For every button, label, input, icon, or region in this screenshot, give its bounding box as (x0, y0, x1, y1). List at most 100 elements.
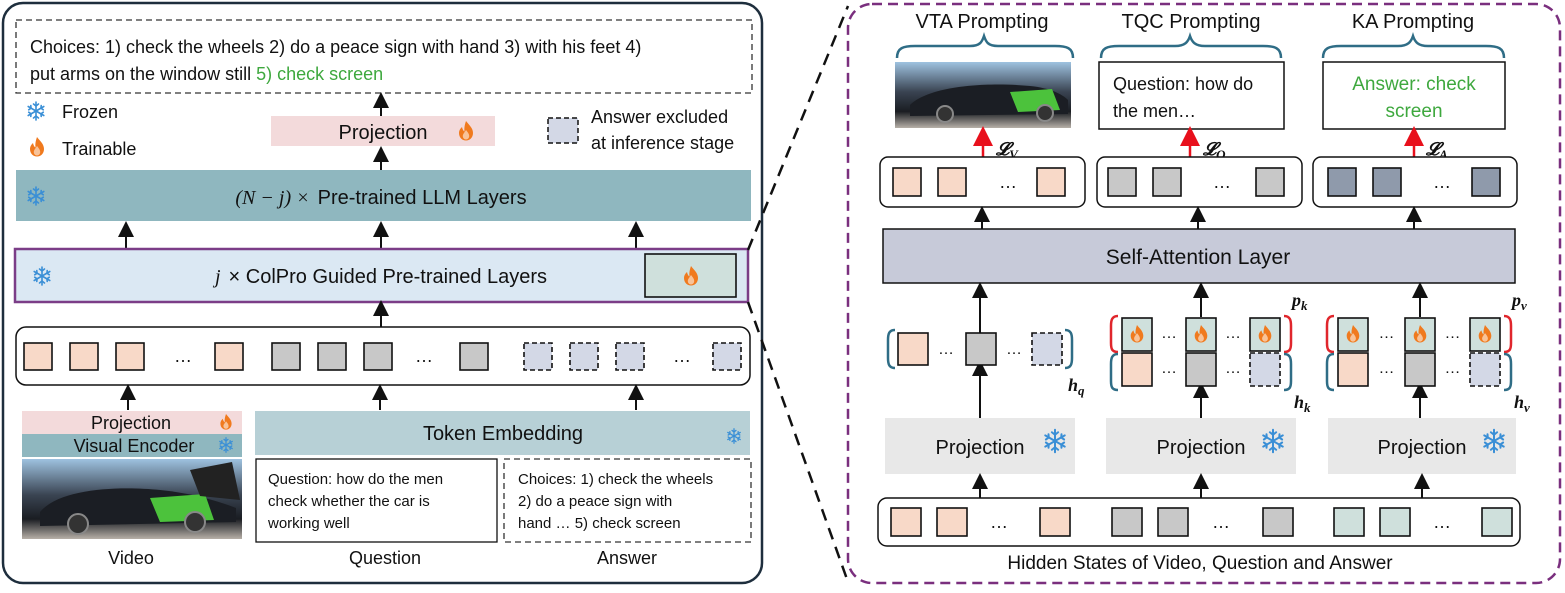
right-panel-frame (846, 2, 1562, 585)
visual-encoder-box (22, 434, 242, 457)
question-hidden-state (1111, 507, 1143, 537)
token-ellipsis: … (415, 346, 433, 366)
question-hidden-state (1262, 507, 1294, 537)
colpro-layers-math: j (212, 266, 221, 288)
tqc-text-line-2: the men… (1113, 101, 1196, 121)
tqc-title: TQC Prompting (1122, 11, 1261, 33)
tqc-output-token (1152, 167, 1182, 197)
loss-a-sub: A (1438, 147, 1448, 162)
legend-trainable-label: Trainable (62, 139, 136, 159)
legend-frozen-label: Frozen (62, 102, 118, 122)
answer-hidden-state (1379, 507, 1411, 537)
ka-output-token (1327, 167, 1357, 197)
zoom-line-top (746, 5, 850, 251)
choices-correct: 5) check screen (256, 64, 383, 84)
answer-token (615, 342, 645, 371)
answer-token (712, 342, 742, 371)
k-h-bracket-left (1109, 352, 1119, 392)
vta-title: VTA Prompting (915, 11, 1048, 33)
token-ellipsis: … (1161, 360, 1177, 377)
tqc-brace (1099, 32, 1283, 59)
v-video-state (1337, 352, 1369, 387)
k-p-bracket-right (1283, 314, 1293, 354)
arrows-colpro-to-llm (118, 221, 644, 248)
snowflake-icon (27, 101, 45, 121)
question-line-1: Question: how do the men (268, 471, 443, 488)
llm-layers-math: (N − j) × (235, 187, 309, 209)
v-question-state (1404, 352, 1436, 387)
self-attention-layer (882, 228, 1516, 284)
video-hidden-state (1039, 507, 1071, 537)
token-ellipsis: … (1006, 341, 1022, 358)
answer-token (523, 342, 553, 371)
loss-q-sub: Q (1216, 147, 1226, 162)
token-ellipsis: … (1445, 360, 1461, 377)
tqc-text-line-1: Question: how do (1113, 74, 1253, 94)
k-answer-state (1249, 352, 1281, 387)
token-ellipsis: … (1379, 360, 1395, 377)
token-ellipsis: … (1213, 172, 1231, 192)
token-ellipsis: … (1225, 325, 1241, 342)
hq-bracket-right (1064, 328, 1074, 370)
token-ellipsis: … (1212, 512, 1230, 532)
hq-label-sub: q (1078, 383, 1085, 398)
answer-token (569, 342, 599, 371)
legend-answer-line-1: Answer excluded (591, 107, 728, 127)
video-token (23, 342, 53, 371)
label-question: Question (349, 548, 421, 568)
token-ellipsis: … (1379, 325, 1395, 342)
legend-answer-token (547, 117, 579, 144)
answer-hidden-state (1333, 507, 1365, 537)
token-ellipsis: … (990, 512, 1008, 532)
hidden-states-caption: Hidden States of Video, Question and Ans… (1007, 553, 1393, 574)
label-answer: Answer (597, 548, 657, 568)
vta-output-token (892, 167, 922, 197)
vta-video-frame (895, 62, 1071, 128)
k-question-state (1185, 352, 1217, 387)
video-thumbnail (22, 459, 242, 539)
k-video-state (1121, 352, 1153, 387)
ka-output-token (1372, 167, 1402, 197)
projection-small-label: Projection (91, 413, 171, 433)
choices-line-2-text: put arms on the window still (30, 64, 251, 84)
question-line-3: working well (267, 515, 350, 532)
v-h-label: hv (1514, 392, 1530, 415)
hidden-state-tokens: … … … (890, 507, 1513, 537)
question-token (317, 342, 347, 371)
hq-label-symbol: h (1068, 375, 1078, 395)
v-h-label-symbol: h (1514, 392, 1524, 412)
video-token (69, 342, 99, 371)
k-p-label-sub: k (1301, 298, 1308, 313)
token-ellipsis: … (1433, 512, 1451, 532)
tqc-output-token (1255, 167, 1285, 197)
left-panel-frame (1, 1, 764, 585)
colpro-layers-band (13, 247, 750, 304)
self-attention-label: Self-Attention Layer (1106, 246, 1290, 269)
hq-label: hq (1068, 375, 1085, 398)
token-ellipsis: … (174, 346, 192, 366)
projection-q-box (885, 418, 1075, 474)
legend-answer-line-2: at inference stage (591, 133, 734, 153)
visual-encoder-label: Visual Encoder (74, 436, 195, 456)
q-answer-state (1031, 332, 1063, 366)
v-answer-state (1469, 352, 1501, 387)
token-ellipsis: … (673, 346, 691, 366)
question-hidden-state (1157, 507, 1189, 537)
token-ellipsis: … (1161, 325, 1177, 342)
k-prompt-token (1121, 317, 1153, 352)
q-video-state (897, 332, 929, 366)
k-p-label: pk (1290, 290, 1308, 313)
answer-line-3: hand … 5) check screen (518, 515, 681, 532)
hidden-states-row (877, 497, 1521, 547)
tqc-output-token (1107, 167, 1137, 197)
llm-layers-band (16, 170, 751, 221)
k-p-bracket-left (1109, 314, 1119, 354)
video-hidden-state (890, 507, 922, 537)
colpro-prompt-box (644, 253, 737, 298)
zoom-line-bottom (746, 301, 850, 583)
llm-layers-text: Pre-trained LLM Layers (318, 187, 527, 209)
left-tokens: … … … (23, 342, 742, 371)
question-token (363, 342, 393, 371)
ka-text-line-1: Answer: check (1352, 74, 1476, 95)
